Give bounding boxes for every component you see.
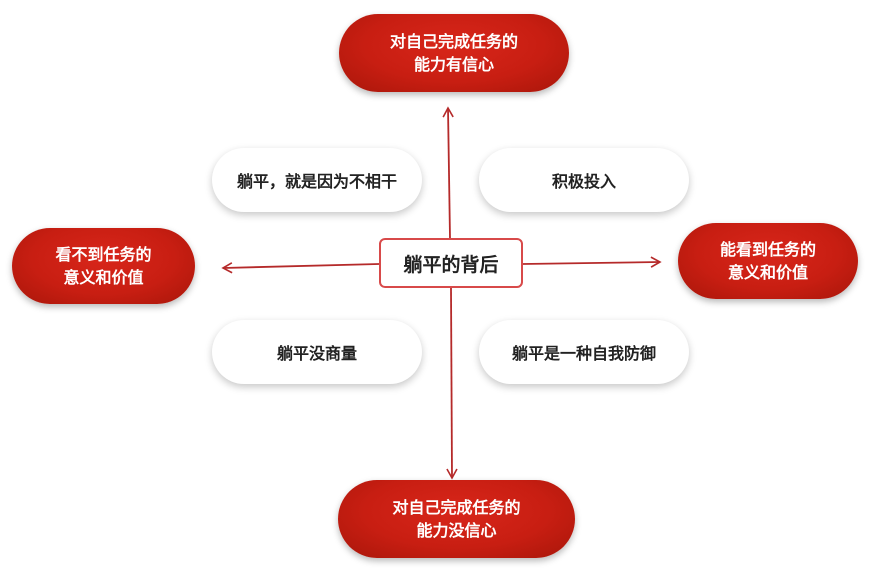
quadrant-bottom-left-label: 躺平没商量 — [276, 344, 357, 363]
quadrant-top-right: 积极投入 — [479, 148, 689, 212]
quadrant-bottom-left: 躺平没商量 — [212, 320, 422, 384]
axis-top-label: 对自己完成任务的 能力有信心 — [389, 32, 518, 74]
axis-bottom-node: 对自己完成任务的 能力没信心 — [338, 480, 575, 558]
arrow-down — [446, 287, 458, 480]
axis-left-label: 看不到任务的 意义和价值 — [55, 245, 152, 287]
quadrant-top-left: 躺平，就是因为不相干 — [212, 148, 422, 212]
quadrant-top-right-label: 积极投入 — [551, 172, 616, 191]
center-node: 躺平的背后 — [379, 238, 523, 288]
axis-top-node: 对自己完成任务的 能力有信心 — [339, 14, 569, 92]
quadrant-bottom-right: 躺平是一种自我防御 — [479, 320, 689, 384]
axis-right-label: 能看到任务的 意义和价值 — [719, 240, 816, 282]
quadrant-bottom-right-label: 躺平是一种自我防御 — [511, 344, 656, 363]
axis-right-node: 能看到任务的 意义和价值 — [678, 223, 858, 299]
arrow-right — [522, 256, 662, 268]
arrow-up — [442, 106, 454, 239]
arrow-left — [221, 262, 380, 274]
axis-left-node: 看不到任务的 意义和价值 — [12, 228, 195, 304]
axis-bottom-label: 对自己完成任务的 能力没信心 — [392, 498, 521, 540]
center-label: 躺平的背后 — [403, 253, 499, 276]
quadrant-top-left-label: 躺平，就是因为不相干 — [236, 172, 397, 191]
